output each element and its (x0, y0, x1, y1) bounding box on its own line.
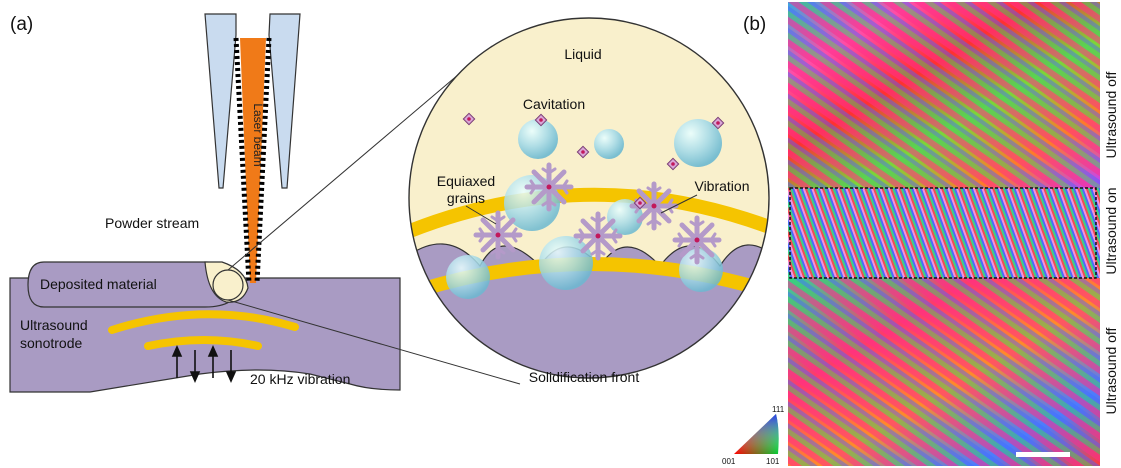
bubble (446, 255, 490, 299)
bubble (518, 119, 558, 159)
ultrasound-on-box (789, 187, 1097, 279)
melt-pool (204, 261, 249, 303)
am-ultrasound-schematic: Laser beam Powder stream Deposited mater… (9, 13, 770, 393)
laser-beam (240, 38, 266, 283)
grains-top-texture (788, 2, 1100, 188)
vibration-leader (660, 194, 698, 214)
panel-b-label: (b) (743, 14, 767, 35)
vibration-freq-label: 20 kHz vibration (250, 371, 350, 387)
nozzle-right (268, 13, 301, 189)
inset-border (408, 17, 770, 379)
equiaxed-grain (527, 165, 571, 209)
zoom-line-top (227, 45, 493, 271)
sonotrode-label-1: Ultrasound (20, 317, 88, 333)
sonotrode-arc-1 (108, 310, 299, 334)
powder-stream-label: Powder stream (105, 215, 199, 231)
laser-beam-label: Laser beam (251, 103, 265, 166)
ipf-111: 111 (772, 405, 784, 414)
scale-bar (1016, 452, 1070, 457)
side-label-top: Ultrasound off (1103, 71, 1119, 159)
panel-a-label: (a) (10, 14, 34, 35)
nozzle-left (204, 13, 237, 189)
powder-stream-left (233, 37, 252, 284)
cavitation-label: Cavitation (523, 96, 585, 112)
vibration-label: Vibration (694, 178, 749, 194)
liquid-label: Liquid (564, 46, 601, 62)
equiaxed-label-1: Equiaxed (437, 173, 495, 189)
sonotrode-label-2: sonotrode (20, 335, 82, 351)
side-label-bottom: Ultrasound off (1103, 327, 1119, 415)
vibration-arrows (171, 345, 237, 383)
sonotrode-arc-2 (144, 336, 262, 350)
side-label-middle: Ultrasound on (1103, 187, 1119, 275)
ipf-color-key: 111 001 101 (722, 405, 784, 466)
bubble (674, 119, 722, 167)
equiaxed-grain (576, 214, 620, 258)
equiaxed-grain (476, 213, 520, 257)
deposited-material-label: Deposited material (40, 276, 157, 292)
equiaxed-grain (675, 218, 719, 262)
ipf-001: 001 (722, 457, 736, 466)
zoom-line-bottom (227, 299, 521, 385)
vibration-band-1 (409, 187, 769, 238)
ipf-101: 101 (766, 457, 780, 466)
bubble (539, 236, 593, 290)
equiaxed-label-2: grains (447, 190, 485, 206)
grains-bottom-texture (788, 278, 1100, 466)
grains-middle-texture (788, 188, 1100, 278)
solidification-label: Solidification front (529, 369, 640, 385)
ebsd-map (788, 2, 1100, 466)
bubble (594, 129, 624, 159)
equiaxed-leader (465, 205, 497, 225)
powder-stream-right (254, 37, 272, 284)
